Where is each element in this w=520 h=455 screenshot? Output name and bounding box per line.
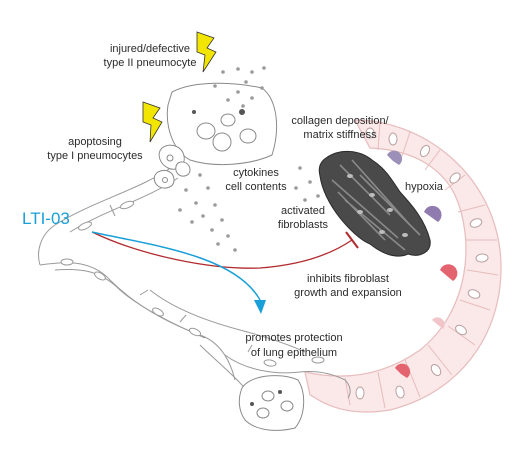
drug-name-label: LTI-03	[22, 209, 70, 228]
cytokines-label-1: cytokines	[233, 167, 279, 179]
blood-vessel-wall	[304, 119, 502, 413]
injured-cell-label-2: type II pneumocyte	[104, 57, 197, 69]
red-blood-cell-icon	[387, 150, 403, 165]
injured-type-ii-pneumocyte	[166, 82, 278, 166]
apoptosing-label-1: apoptosing	[68, 136, 122, 148]
cytokine-particles	[178, 66, 324, 252]
type-ii-pneumocyte-bottom	[238, 375, 305, 431]
collagen-label-1: collagen deposition/	[291, 115, 389, 127]
lightning-bolt-icon	[142, 101, 163, 143]
red-blood-cell-icon	[395, 363, 411, 378]
alveolar-epithelium	[38, 164, 351, 399]
injured-cell-label-1: injured/defective	[110, 43, 190, 55]
promotes-label-1: promotes protection	[245, 332, 342, 344]
cytokines-label-2: cell contents	[225, 181, 287, 193]
fibroblasts-label-2: fibroblasts	[278, 219, 329, 231]
inhibits-label-1: inhibits fibroblast	[307, 273, 389, 285]
fibroblasts-label-1: activated	[281, 205, 325, 217]
lightning-bolt-icon	[196, 31, 217, 73]
inhibits-label-2: growth and expansion	[294, 287, 402, 299]
red-blood-cell-icon	[424, 205, 442, 222]
epithelial-cells	[60, 200, 325, 367]
vessel-nuclei	[355, 127, 489, 400]
apoptosing-label-2: type I pneumocytes	[47, 150, 143, 162]
collagen-label-2: matrix stiffness	[303, 129, 377, 141]
fibroblast-cluster-icon	[318, 151, 431, 257]
vessel-cell-borders	[344, 122, 499, 409]
red-blood-cell-icon	[440, 264, 458, 281]
inhibition-arrow	[91, 231, 359, 269]
promotes-label-2: of lung epithelium	[251, 347, 337, 359]
red-blood-cell-icon	[432, 317, 445, 329]
apoptosing-type-i-pneumocytes	[153, 144, 191, 189]
hypoxia-label: hypoxia	[405, 181, 444, 193]
blood-vessel	[304, 119, 502, 413]
promotion-arrow	[91, 231, 266, 314]
